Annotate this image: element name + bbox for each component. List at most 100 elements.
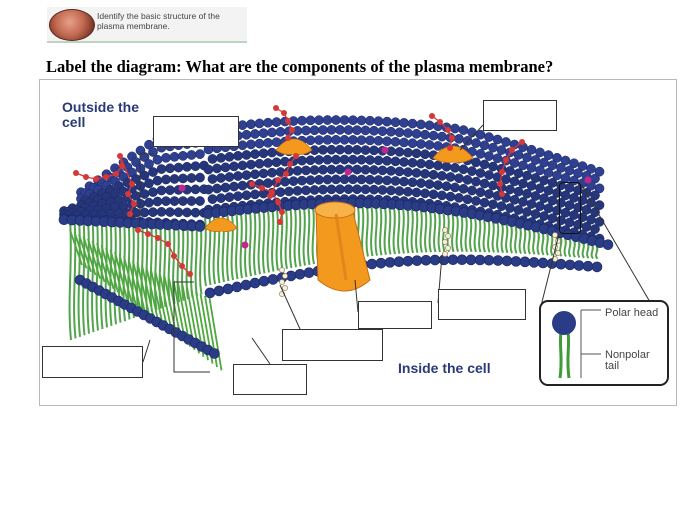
phospholipid-head [178,151,188,161]
phospholipid-head [339,174,350,185]
phospholipid-head [250,149,260,159]
lipid-tail [78,234,92,273]
phospholipid-head [156,164,167,174]
phospholipid-head [280,176,290,187]
carbohydrate-chain [145,231,151,237]
phospholipid-head [509,158,520,168]
phospholipid-head [258,128,269,139]
lipid-tail [410,209,414,254]
label-box-5[interactable] [282,329,383,361]
phospholipid-head [178,173,188,184]
phospholipid-head [131,174,141,184]
phospholipid-head [292,166,303,176]
phospholipid-head [382,175,392,186]
lipid-tail [253,212,257,276]
phospholipid-head [303,267,315,278]
lipid-tail [365,207,369,257]
phospholipid-head [326,164,337,175]
phospholipid-head [250,129,260,139]
lipid-tail [496,222,500,253]
phospholipid-head [161,196,171,206]
lipid-tail [132,260,146,313]
phospholipid-head [399,157,409,167]
carbohydrate-chain [449,135,455,141]
phospholipid-head [411,168,422,178]
phospholipid-head [509,176,520,187]
label-box-4[interactable] [358,301,432,329]
phospholipid-head [479,178,490,189]
lipid-tail [271,210,275,272]
phospholipid-head [263,137,273,148]
phospholipid-head [144,197,154,208]
phospholipid-head [501,174,511,185]
phospholipid-head [429,254,441,266]
lipid-tail [73,231,88,269]
carbohydrate-chain [447,145,453,151]
lipid-tail [469,217,473,253]
phospholipid-head [258,168,269,179]
lipid-tail [159,273,173,334]
phospholipid-head [246,159,256,170]
cholesterol [282,285,288,291]
phospholipid-head [305,135,316,146]
phospholipid-head [479,197,490,208]
phospholipid-head [267,274,279,285]
phospholipid-head [382,136,392,147]
phospholipid-inset: Polar head Nonpolar tail [539,300,669,386]
phospholipid-head [394,166,405,177]
phospholipid-head [450,182,460,193]
phospholipid-head [237,120,248,130]
lipid-tail [518,227,522,254]
phospholipid-head [331,134,341,145]
phospholipid-head [314,155,324,165]
phospholipid-head [513,205,524,215]
label-box-2[interactable] [483,100,557,131]
membrane-thumbnail-icon [49,9,95,41]
carbohydrate-chain [293,153,299,159]
phospholipid-head [471,138,481,148]
phospholipid-head [356,174,367,185]
phospholipid-head [522,188,532,199]
carbohydrate-chain [275,177,281,183]
phospholipid-head [488,161,498,172]
phospholipid-head [590,224,600,234]
phospholipid-head [373,135,384,146]
phospholipid-head [492,255,504,266]
phospholipid-head [513,186,524,197]
phospholipid-head [335,144,345,155]
phospholipid-head [420,149,430,160]
carbohydrate-chain [73,170,79,176]
phospholipid-head [513,168,524,179]
phospholipid-head [393,256,405,268]
lipid-tail [275,210,279,271]
phospholipid-head [301,165,311,176]
phospholipid-head [204,287,216,299]
label-box-7[interactable] [42,346,143,378]
phospholipid-head [240,279,252,291]
carbohydrate-chain [125,191,131,197]
phospholipid-head [213,285,225,297]
phospholipid-head [420,129,430,140]
phospholipid-head [390,117,401,128]
phospholipid-head [305,155,316,166]
lipid-tail [586,243,590,259]
lipid-tail [257,211,261,275]
phospholipid-head [420,188,430,199]
glycolipid-dot [381,146,389,154]
label-box-3[interactable] [438,289,526,320]
phospholipid-head [314,174,324,185]
label-box-1[interactable] [153,116,239,147]
phospholipid-head [399,176,409,187]
phospholipid-head [156,185,167,196]
phospholipid-head [331,174,341,185]
lipid-tail [455,215,459,253]
phospholipid-head [528,257,540,268]
lipid-tail [437,212,441,253]
phospholipid-head [335,184,345,195]
carbohydrate-chain [155,235,161,241]
phospholipid-head [297,115,307,126]
phospholipid-head [224,172,235,182]
glycolipid-dot [241,241,249,249]
carbohydrate-chain [277,219,283,225]
label-box-6[interactable] [233,364,307,395]
